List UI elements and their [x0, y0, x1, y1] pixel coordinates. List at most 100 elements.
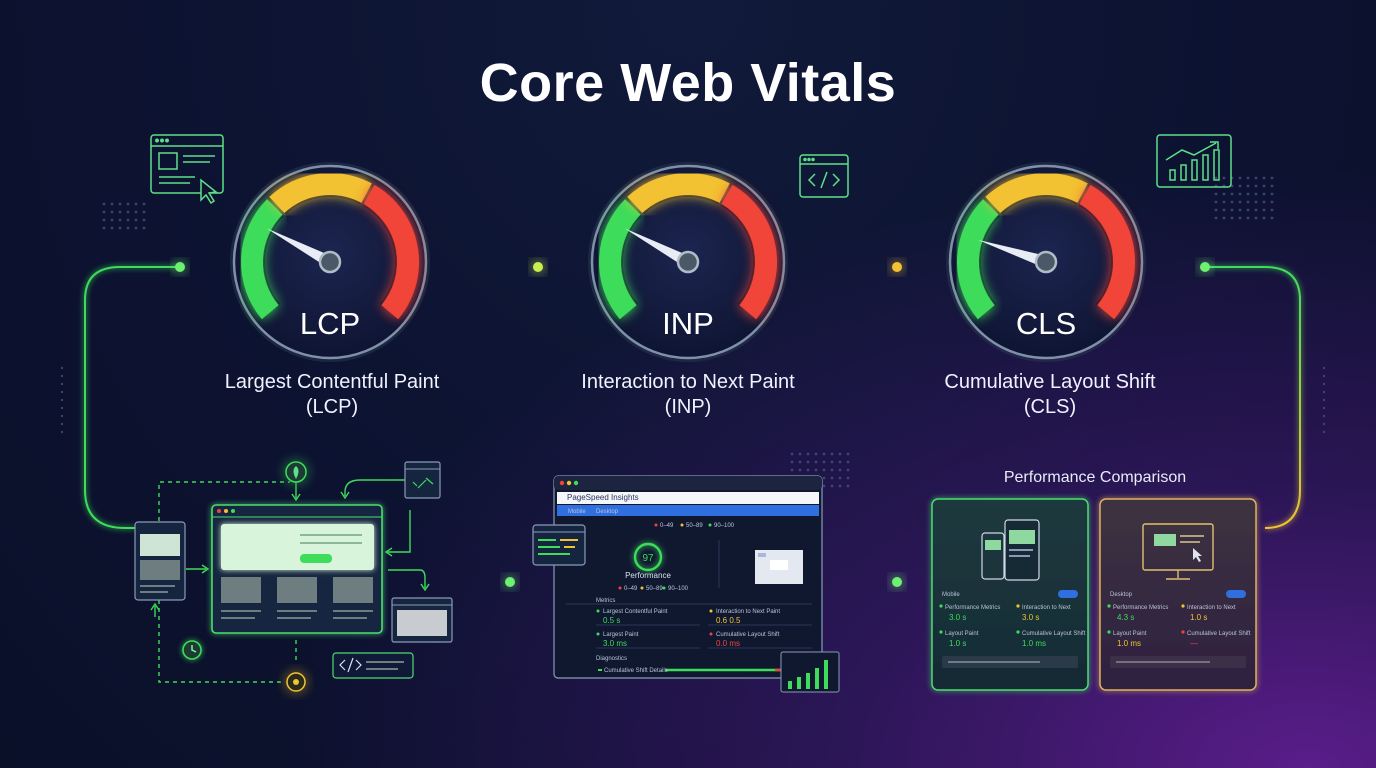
node-dot [175, 262, 185, 272]
mobile-metric-value: 1.0 ms [1022, 639, 1046, 648]
metric-name: Interaction to Next Paint [716, 609, 780, 615]
gauge-arc-segment [985, 173, 1088, 214]
right-loop-line [1205, 266, 1301, 529]
mini-bar-chart-icon [780, 651, 840, 693]
gauge-arc-segment [721, 184, 777, 320]
inp-label: Interaction to Next Paint (INP) [538, 370, 838, 420]
node-dot [533, 262, 543, 272]
legend-item: 90–100 [714, 523, 735, 529]
gauge-hub [676, 250, 700, 274]
mobile-metric-value: 3.0 s [1022, 613, 1039, 622]
gauge-arc-segment [957, 199, 999, 320]
gauge-hub [1034, 250, 1058, 274]
desktop-toggle [1226, 590, 1246, 598]
gauge-arc-inner-edge [284, 195, 362, 215]
inp-abbr: INP [662, 306, 714, 341]
script-window-icon [404, 461, 441, 499]
cls-label-line1: Cumulative Layout Shift [944, 371, 1156, 393]
bottom-sync-icon [286, 672, 306, 692]
browser-cursor-icon [150, 134, 224, 205]
gauge-needle [624, 228, 691, 268]
metric-name: Largest Paint [603, 632, 639, 638]
bar-chart-trend-icon [1156, 134, 1232, 188]
gauge-arc-inner-edge [979, 214, 1001, 306]
gauge-arc-inner-edge [362, 203, 397, 306]
connector-lines [84, 266, 1301, 583]
gauge-arc-segment [241, 199, 283, 320]
hero-banner [221, 524, 374, 570]
mobile-metric-name: Layout Paint [945, 631, 979, 637]
metric-value: 0.6 0.5 [716, 616, 741, 625]
desktop-metric-value: — [1190, 639, 1198, 648]
desktop-metric-value: 1.0 s [1190, 613, 1207, 622]
inp-gauge [588, 162, 788, 362]
gauge-arc-inner-edge [263, 214, 285, 306]
gauge-arc-segment [363, 184, 419, 320]
left-loop-line [84, 266, 180, 529]
dashed-flow-lines [158, 481, 297, 686]
desktop-metric-name: Layout Paint [1113, 631, 1147, 637]
gauge-arc-inner-edge [1078, 203, 1113, 306]
metric-value: 0.5 s [603, 616, 620, 625]
comparison-mobile-card [931, 498, 1089, 691]
gauge-arc-segment [627, 173, 730, 214]
legend-item: 50–89 [646, 586, 663, 592]
diagnostics-item: Cumulative Shift Details [604, 668, 668, 674]
performance-score: 97 [642, 553, 654, 564]
node-dot [892, 262, 902, 272]
code-snippet-card [532, 524, 586, 566]
diagnostics-header: Diagnostics [596, 656, 627, 662]
comparison-texts: Mobile Performance Metrics 3.0 s Interac… [942, 592, 1251, 648]
mobile-card-header: Mobile [942, 592, 960, 598]
performance-comparison-title: Performance Comparison [1003, 469, 1187, 486]
legend-item: 0–49 [624, 586, 638, 592]
legend-item: 50–89 [686, 523, 703, 529]
metric-name: Cumulative Layout Shift [716, 632, 780, 638]
node-dot [505, 577, 515, 587]
code-window-icon [799, 154, 849, 198]
mobile-metric-name: Performance Metrics [945, 605, 1000, 611]
cls-label: Cumulative Layout Shift (CLS) [900, 370, 1200, 420]
lcp-abbr: LCP [299, 306, 361, 341]
pagespeed-window-title: PageSpeed Insights [567, 493, 639, 502]
gauge-needle [977, 239, 1048, 268]
lcp-label: Largest Contentful Paint (LCP) [182, 370, 482, 420]
code-bubble-icon [332, 652, 414, 679]
pagespeed-texts: PageSpeed Insights Mobile Desktop 0–49 5… [567, 493, 780, 674]
desktop-metric-value: 4.3 s [1117, 613, 1134, 622]
tab-desktop[interactable]: Desktop [596, 509, 619, 515]
tab-mobile[interactable]: Mobile [568, 509, 586, 515]
gauge-arc-segment [599, 199, 641, 320]
clock-icon [182, 640, 202, 660]
comparison-desktop-card [1099, 498, 1257, 691]
gauge-arc-inner-edge [1000, 195, 1078, 215]
desktop-metric-name: Cumulative Layout Shift [1187, 631, 1251, 637]
metric-value: 0.0 ms [716, 639, 740, 648]
mobile-metric-value: 3.0 s [949, 613, 966, 622]
legend-item: 90–100 [668, 586, 689, 592]
gauge-arc-segment [1079, 184, 1135, 320]
gauge-needle [266, 228, 333, 268]
gauge-hub [318, 250, 342, 274]
pagespeed-panel [553, 475, 823, 679]
node-dot [1200, 262, 1210, 272]
desktop-metric-name: Interaction to Next [1187, 605, 1236, 611]
gauge-arc-segment [269, 173, 372, 214]
inp-label-line1: Interaction to Next Paint [581, 371, 795, 393]
mobile-metric-value: 1.0 s [949, 639, 966, 648]
legend-item: 0–49 [660, 523, 674, 529]
cls-label-line2: (CLS) [1023, 396, 1077, 418]
lcp-label-line1: Largest Contentful Paint [224, 371, 440, 393]
score-ring [633, 542, 663, 572]
inp-label-line2: (INP) [664, 396, 712, 418]
score-label: Performance [625, 571, 671, 580]
metric-value: 3.0 ms [603, 639, 627, 648]
mobile-toggle [1058, 590, 1078, 598]
cls-gauge [946, 162, 1146, 362]
desktop-metric-value: 1.0 ms [1117, 639, 1141, 648]
gauge-arc-inner-edge [642, 195, 720, 215]
desktop-metric-name: Performance Metrics [1113, 605, 1168, 611]
node-dot [892, 577, 902, 587]
